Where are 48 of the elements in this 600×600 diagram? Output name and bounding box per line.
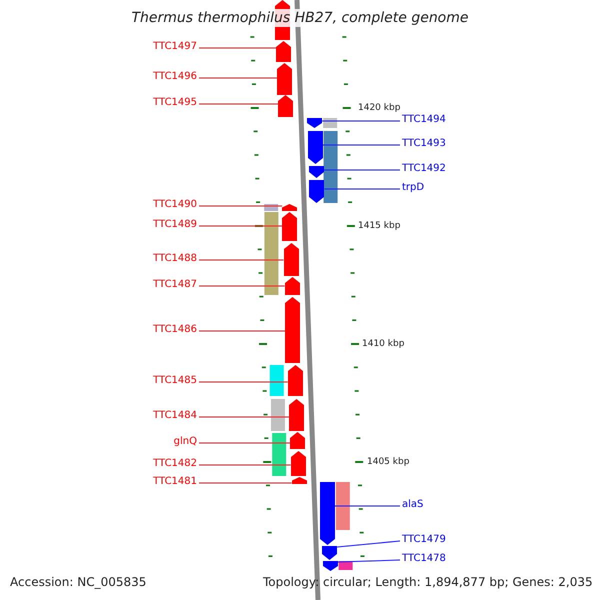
gene-label: TTC1490 — [153, 200, 197, 212]
scale-label: 1410 kbp — [362, 340, 404, 349]
gene-label: TTC1489 — [153, 220, 197, 232]
info-text: Topology: circular; Length: 1,894,877 bp; Genes: 2,035 — [263, 576, 593, 588]
gene-block — [290, 432, 306, 449]
leader-line — [198, 442, 291, 444]
scale-label: 1420 kbp — [358, 104, 400, 113]
gene-block — [307, 118, 322, 128]
scale-label: 1415 kbp — [358, 222, 400, 231]
scale-label: 1405 kbp — [367, 458, 410, 467]
gene-label: TTC1488 — [153, 254, 197, 266]
gene-block — [276, 41, 292, 62]
leader-line — [322, 144, 400, 146]
leader-line — [324, 188, 400, 190]
gene-label: TTC1495 — [153, 98, 197, 110]
gene-label: TTC1478 — [402, 554, 446, 566]
gene-label: glnQ — [174, 437, 197, 449]
gene-block — [288, 365, 303, 396]
gene-label: TTC1485 — [153, 376, 197, 388]
gene-block — [288, 399, 304, 431]
leader-line — [198, 416, 290, 418]
info-text: Accession: NC_005835 — [10, 576, 146, 588]
leader-line — [337, 560, 400, 562]
gene-label: TTC1497 — [153, 42, 197, 54]
gene-block — [322, 561, 338, 571]
gene-label: TTC1487 — [153, 280, 197, 292]
gene-label: TTC1494 — [402, 115, 446, 127]
gene-block — [284, 243, 298, 276]
gene-label: TTC1492 — [402, 164, 446, 176]
leader-line — [198, 482, 292, 484]
gene-label: TTC1482 — [153, 459, 197, 471]
leader-line — [198, 330, 286, 332]
gene-label: TTC1479 — [402, 535, 446, 547]
gene-block — [285, 297, 300, 363]
leader-line — [322, 120, 400, 122]
leader-line — [336, 540, 400, 548]
gene-label: TTC1481 — [153, 477, 197, 489]
gene-label: TTC1486 — [153, 325, 197, 337]
gene-block — [284, 277, 300, 295]
gene-block — [278, 95, 294, 117]
leader-line — [198, 464, 292, 466]
gene-label: TTC1493 — [402, 139, 446, 151]
gene-label: TTC1496 — [153, 72, 197, 84]
gene-label: alaS — [402, 500, 424, 512]
gene-label: TTC1484 — [153, 411, 197, 423]
gene-block — [308, 166, 324, 178]
gene-label: trpD — [402, 183, 424, 195]
gene-block — [277, 63, 292, 95]
